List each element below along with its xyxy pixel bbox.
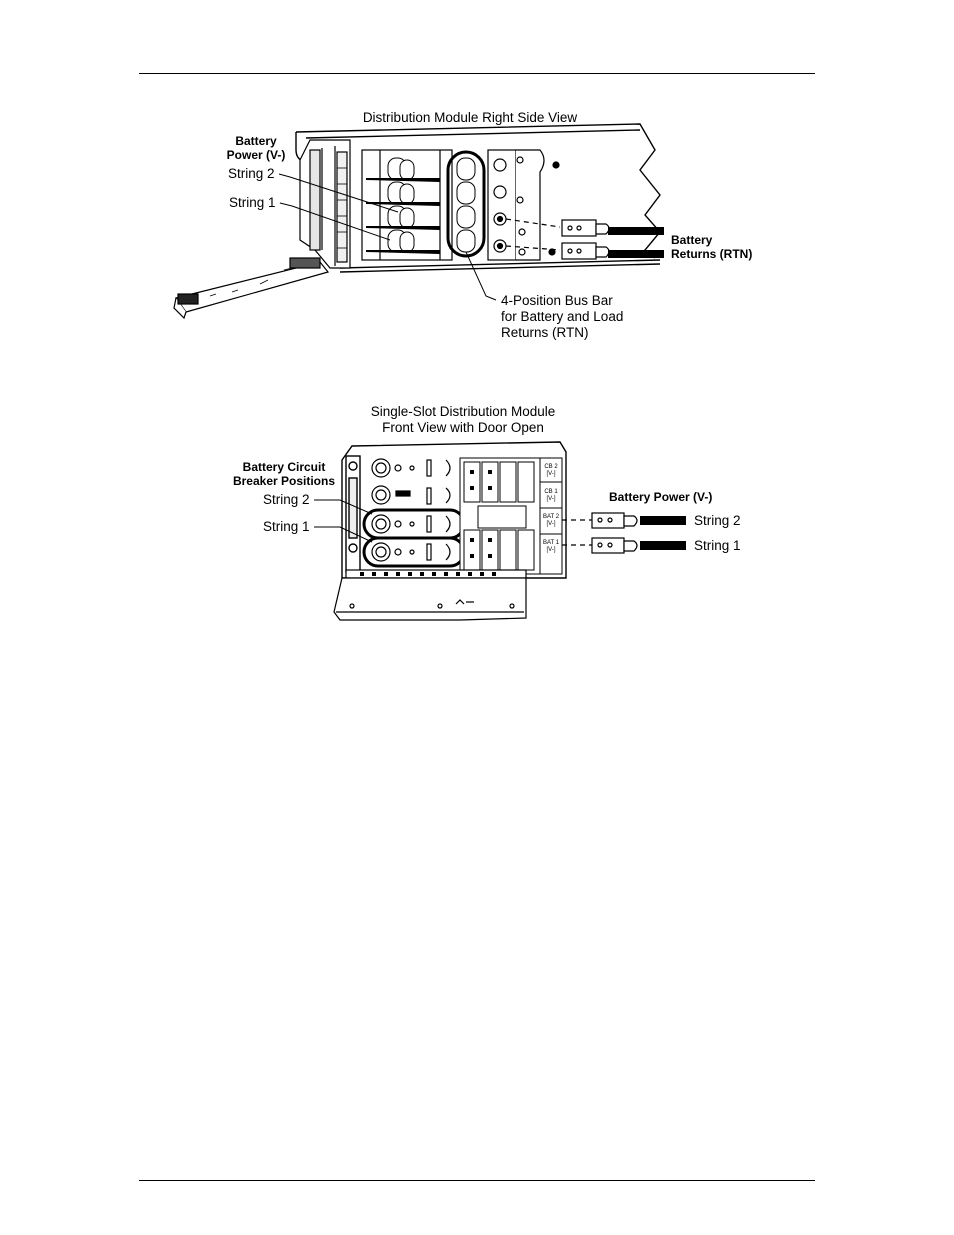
slot-label-cb2-line2: [V-] xyxy=(546,471,555,477)
slot-label-bat2-line2: [V-] xyxy=(546,521,555,527)
slot-label-bat1-line2: [V-] xyxy=(546,547,555,553)
figure1-battery-power-label-line2: Power (V-) xyxy=(227,148,286,162)
breaker-positions-label-line1: Battery Circuit xyxy=(243,460,326,474)
footer-rule xyxy=(139,1180,815,1181)
battery-returns-label-line2: Returns (RTN) xyxy=(671,247,752,261)
busbar-label-line1: 4-Position Bus Bar xyxy=(501,293,613,308)
terminal-blocks xyxy=(459,457,563,575)
slot-label-cb1-line2: [V-] xyxy=(546,496,555,502)
slot-label-cb1-line1: CB 1 xyxy=(544,489,558,495)
battery-power-cables xyxy=(562,512,686,554)
figure2-front-view: Single-Slot Distribution Module Front Vi… xyxy=(233,404,741,621)
open-door xyxy=(173,257,330,320)
figure2-leader-lines xyxy=(314,499,373,543)
chassis-rails xyxy=(295,123,661,273)
busbar-label-line2: for Battery and Load xyxy=(501,309,623,324)
figure2-title-line1: Single-Slot Distribution Module xyxy=(371,404,556,419)
breaker-bay xyxy=(361,149,453,261)
figure2-title-line2: Front View with Door Open xyxy=(382,420,544,435)
figure1-title: Distribution Module Right Side View xyxy=(363,110,578,125)
breaker-positions-label-line2: Breaker Positions xyxy=(233,474,335,488)
breaker-knobs xyxy=(362,458,466,568)
right-string2-label: String 2 xyxy=(694,513,741,528)
figure1-leader-lines xyxy=(278,173,497,301)
battery-return-cables xyxy=(505,218,664,260)
header-rule xyxy=(139,73,815,74)
front-door xyxy=(333,569,527,621)
battery-power-right-label: Battery Power (V-) xyxy=(609,490,712,504)
slot-label-bat2-line1: BAT 2 xyxy=(543,514,560,520)
battery-returns-label-line1: Battery xyxy=(671,233,713,247)
right-string1-label: String 1 xyxy=(694,538,741,553)
figure1-string1-label: String 1 xyxy=(229,195,276,210)
figure1-right-side-view: Distribution Module Right Side View xyxy=(173,110,752,340)
front-bezel xyxy=(299,139,351,269)
slot-label-cb2-line1: CB 2 xyxy=(544,464,558,470)
slot-label-bat1-line1: BAT 1 xyxy=(543,540,560,546)
figure1-battery-power-label-line1: Battery xyxy=(235,134,277,148)
busbar-label-line3: Returns (RTN) xyxy=(501,325,589,340)
figure1-string2-label: String 2 xyxy=(228,166,275,181)
figure2-string2-label: String 2 xyxy=(263,492,310,507)
busbar-assembly xyxy=(446,149,560,261)
figure2-string1-label: String 1 xyxy=(263,519,310,534)
